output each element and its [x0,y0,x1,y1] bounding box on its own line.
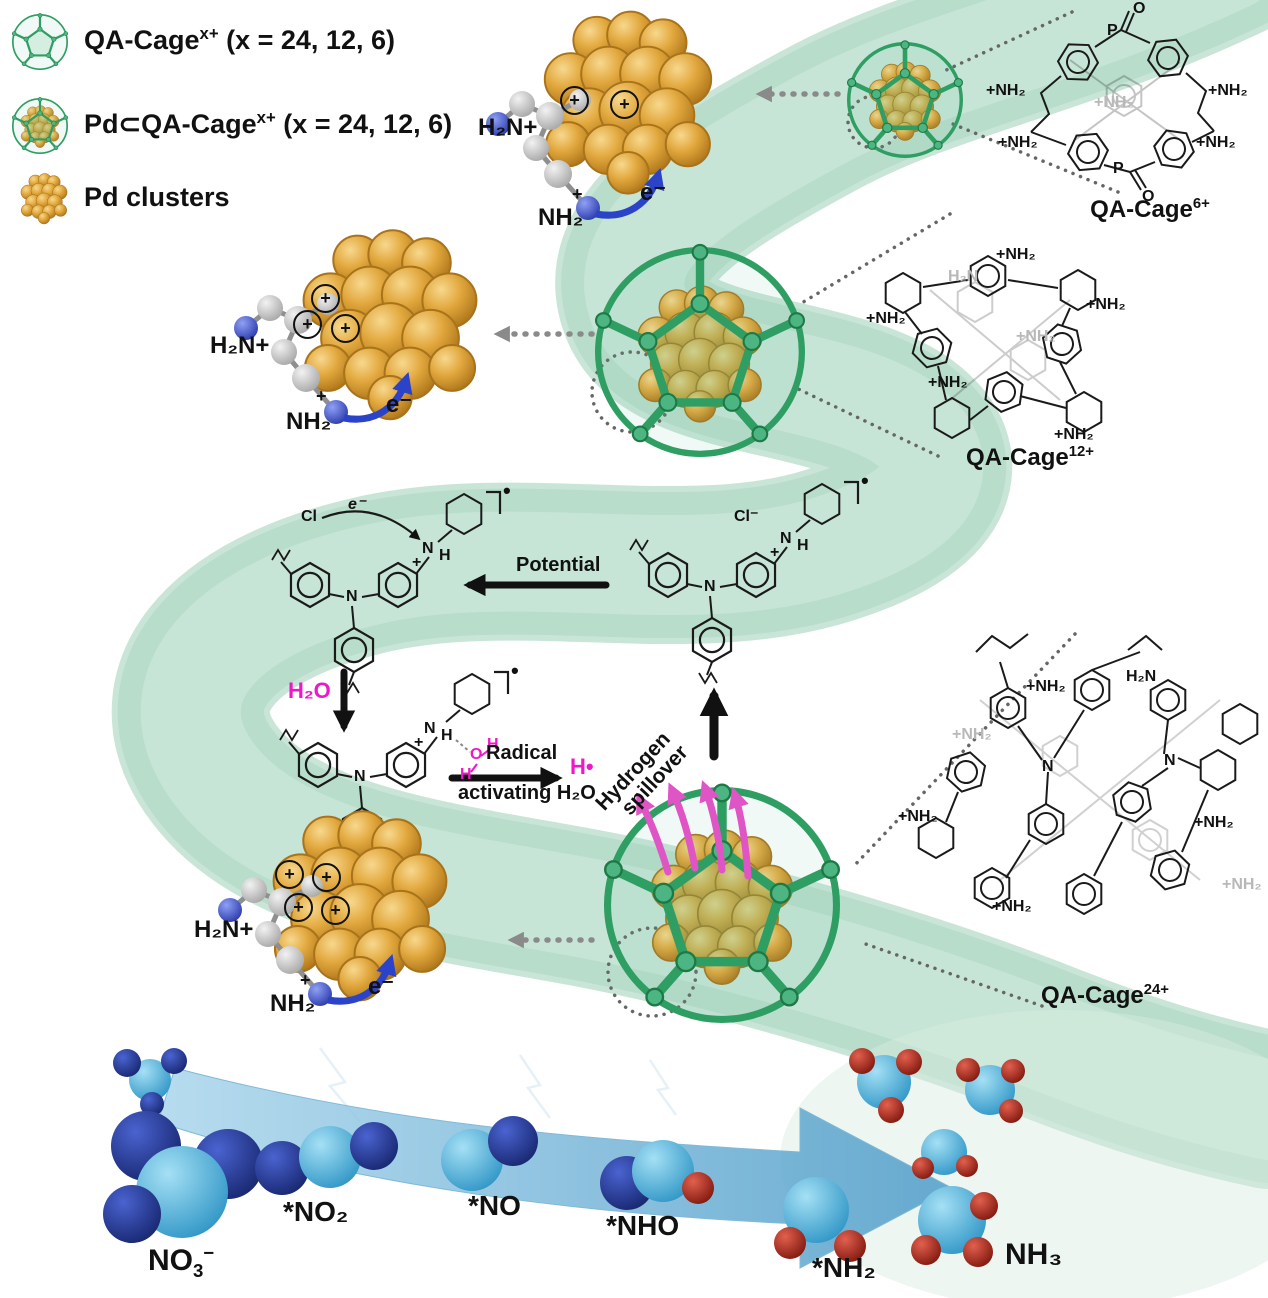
label-no2: *NO₂ [283,1196,349,1227]
label-radical-dot: • [503,478,511,503]
label-h-amine-right: H [797,537,809,554]
dashed-zoom-arrows [493,85,841,949]
label-nh3: NH₃ [1005,1238,1063,1271]
legend-item-pd-in-cage: Pd⊂QA-Cagex+ (x = 24, 12, 6) [84,108,453,139]
label-nh2-middle: NH₂ [286,408,332,435]
label-radical-word: Radical [486,742,558,764]
label-nh2-plus: +NH₂ [986,82,1026,99]
circled-plus: + [293,310,322,339]
green-ribbon [111,0,1268,1298]
label-n-center-bottom: N [354,768,366,785]
label-nh2-plus: +NH₂ [1086,296,1126,313]
circled-plus: + [284,893,313,922]
circled-plus: + [312,863,341,892]
label-nh2-plus: +NH₂ [1054,426,1094,443]
legend-pd-in-cage-icon [11,96,69,155]
label-nh2-plus-faint: +NH₂ [1222,876,1262,893]
label-nh2-plus-faint: +NH₂ [1016,328,1056,345]
label-h2n-faint: H₂N [948,268,979,285]
label-plus-middle: + [316,386,327,406]
label-electron-mechanism: e⁻ [348,496,366,513]
label-n: N [1042,758,1054,775]
label-plus-bottom-struct: + [414,734,424,751]
legend-cage-icon [11,12,69,71]
label-o-bottom: O [1142,188,1155,205]
label-nh2-plus: +NH₂ [1194,814,1234,831]
qa-cage24-structure [917,633,1259,915]
circled-plus: + [311,284,340,313]
label-radical-dot: • [511,658,519,683]
circled-plus: + [331,314,360,343]
label-cl: Cl [301,508,317,525]
label-nh2-plus-faint: +NH₂ [952,726,992,743]
qa-cage12-structure [884,255,1103,439]
label-nh2-bottom: NH₂ [270,990,316,1017]
label-electron-bottom: e⁻ [368,973,395,1000]
circled-plus: + [610,90,639,119]
label-no3: NO3− [148,1242,215,1281]
pathway-molecules [103,1048,1025,1267]
label-h2o: H₂O [288,678,331,703]
label-h2n-middle: H₂N+ [210,332,270,359]
label-nh2-top: NH₂ [538,204,584,231]
label-o-top: O [1133,0,1146,17]
caption-qa-cage24: QA-Cage24+ [1041,982,1169,1009]
label-plus-bottom: + [300,970,311,990]
pd-in-cage-bottom [605,785,839,1020]
label-water-h: H [487,736,499,753]
label-h2n-top: H₂N+ [478,114,538,141]
label-cl-minus: Cl⁻ [734,508,759,525]
label-nh2-plus: +NH₂ [928,374,968,391]
label-plus-top: + [572,184,583,204]
label-p-bottom: P [1113,160,1124,177]
label-plus-left: + [412,554,422,571]
label-h-radical: H• [570,754,594,779]
label-h2n-bottom: H₂N+ [194,916,254,943]
label-water-o: O [470,746,483,763]
spillover-arrows [636,780,752,880]
label-h2n: H₂N [1126,668,1157,685]
label-electron-middle: e⁻ [386,391,413,418]
label-nh2-plus: +NH₂ [1026,678,1066,695]
label-plus-right: + [770,544,780,561]
circled-plus: + [275,860,304,889]
label-h-amine-left: H [439,547,451,564]
label-nh2-plus: +NH₂ [898,808,938,825]
label-potential: Potential [516,554,601,576]
lightning-decoration [318,1047,678,1123]
label-radical-dot: • [861,468,869,493]
label-nh2-plus: +NH₂ [992,898,1032,915]
label-nh2-plus: +NH₂ [996,246,1036,263]
label-nh2-plus-faint: +NH₂ [1094,94,1134,111]
label-n-amine-left: N [422,540,434,557]
label-activating-h2o: activating H₂O [458,782,596,804]
label-n-amine-right: N [780,530,792,547]
label-nho: *NHO [606,1210,680,1241]
label-water-h: H [460,766,472,783]
circled-plus: + [560,86,589,115]
label-nh2-plus: +NH₂ [1196,134,1236,151]
label-n-amine-bottom: N [424,720,436,737]
label-electron-top: e⁻ [640,179,667,206]
label-nh2-plus: +NH₂ [866,310,906,327]
legend-pd-cluster-icon [20,173,68,225]
legend-item-pd-clusters: Pd clusters [84,182,230,212]
caption-qa-cage12: QA-Cage12+ [966,444,1094,471]
label-n-center-left: N [346,588,358,605]
label-nh2-plus: +NH₂ [998,134,1038,151]
caption-qa-cage6: QA-Cage6+ [1090,196,1210,223]
label-nh2-plus: +NH₂ [1208,82,1248,99]
label-nh2-star: *NH₂ [812,1252,876,1283]
label-n: N [1164,752,1176,769]
circled-plus: + [321,896,350,925]
label-no: *NO [468,1190,521,1221]
label-p-top: P [1107,22,1118,39]
qa-cage6-structure [1030,10,1215,191]
mechanism-arrows [332,573,729,790]
legend-item-qa-cage: QA-Cagex+ (x = 24, 12, 6) [84,24,395,55]
label-h-amine-bottom: H [441,727,453,744]
label-n-center-right: N [704,578,716,595]
